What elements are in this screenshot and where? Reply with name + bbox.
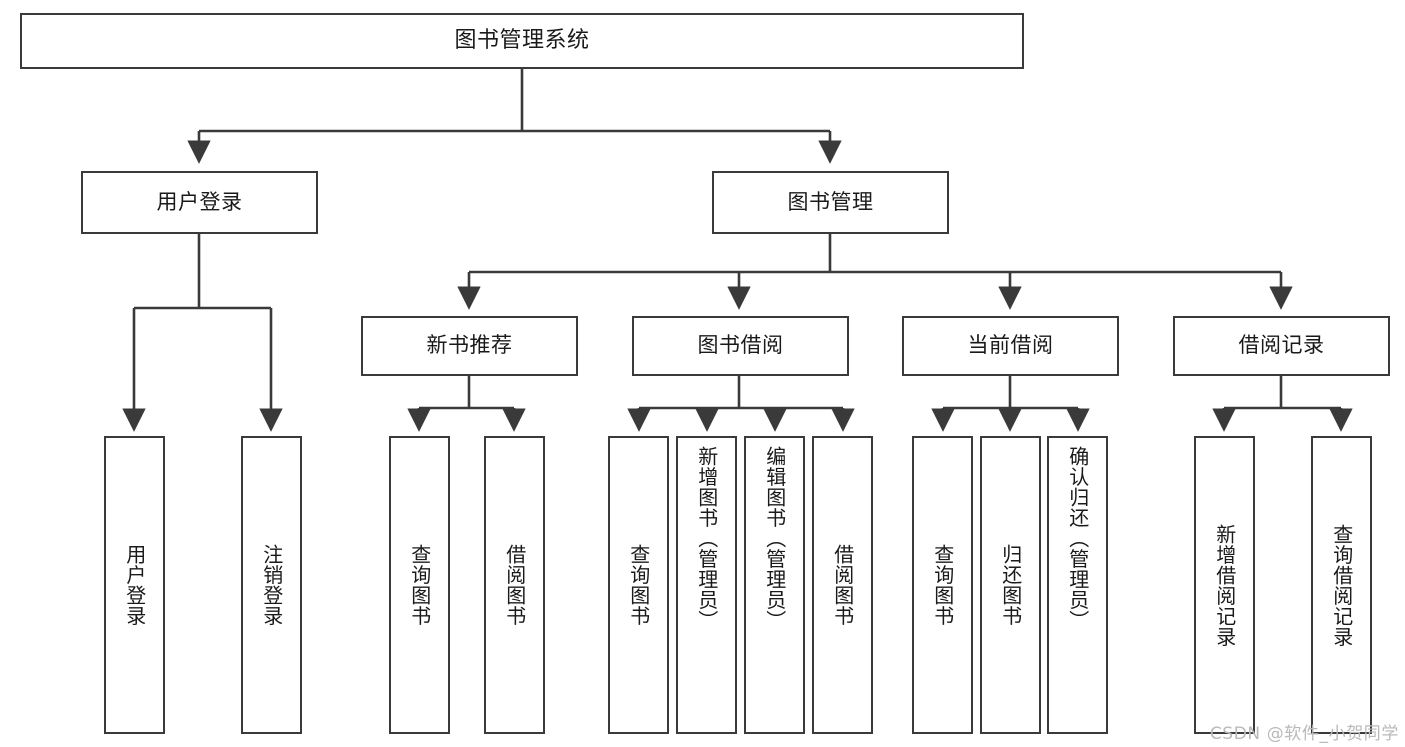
leaf-add-book-admin[interactable]: 新增图书（管理员） xyxy=(676,436,737,734)
node-new-book-recommend[interactable]: 新书推荐 xyxy=(361,316,578,376)
node-label: 借阅图书 xyxy=(830,544,855,626)
node-label: 图书管理系统 xyxy=(454,27,590,53)
leaf-logout[interactable]: 注销登录 xyxy=(241,436,302,734)
leaf-query-borrow-record[interactable]: 查询借阅记录 xyxy=(1311,436,1372,734)
leaf-query-book-recommend[interactable]: 查询图书 xyxy=(389,436,450,734)
node-label: 查询图书 xyxy=(407,544,432,626)
leaf-query-book-current[interactable]: 查询图书 xyxy=(912,436,973,734)
node-label: 查询图书 xyxy=(930,544,955,626)
node-current-borrow[interactable]: 当前借阅 xyxy=(902,316,1119,376)
node-label: 新增图书（管理员） xyxy=(694,446,719,631)
node-book-management[interactable]: 图书管理 xyxy=(712,171,949,234)
node-label: 新增借阅记录 xyxy=(1212,523,1237,647)
leaf-user-login[interactable]: 用户登录 xyxy=(104,436,165,734)
leaf-borrow-book[interactable]: 借阅图书 xyxy=(812,436,873,734)
leaf-edit-book-admin[interactable]: 编辑图书（管理员） xyxy=(744,436,805,734)
node-label: 借阅图书 xyxy=(502,544,527,626)
node-root-system[interactable]: 图书管理系统 xyxy=(20,13,1024,69)
leaf-borrow-book-recommend[interactable]: 借阅图书 xyxy=(484,436,545,734)
node-user-login[interactable]: 用户登录 xyxy=(81,171,318,234)
node-label: 图书借阅 xyxy=(697,333,784,358)
node-label: 注销登录 xyxy=(259,544,284,626)
leaf-confirm-return-admin[interactable]: 确认归还（管理员） xyxy=(1047,436,1108,734)
node-label: 查询借阅记录 xyxy=(1329,523,1354,647)
node-label: 归还图书 xyxy=(998,544,1023,626)
watermark: CSDN @软件_小贺同学 xyxy=(1209,724,1399,744)
node-label: 新书推荐 xyxy=(426,333,513,358)
node-book-borrow[interactable]: 图书借阅 xyxy=(632,316,849,376)
node-label: 编辑图书（管理员） xyxy=(762,446,787,631)
leaf-add-borrow-record[interactable]: 新增借阅记录 xyxy=(1194,436,1255,734)
node-label: 用户登录 xyxy=(122,544,147,626)
node-label: 图书管理 xyxy=(787,189,874,214)
node-label: 借阅记录 xyxy=(1238,333,1325,358)
node-label: 确认归还（管理员） xyxy=(1065,446,1090,631)
leaf-return-book[interactable]: 归还图书 xyxy=(980,436,1041,734)
node-label: 查询图书 xyxy=(626,544,651,626)
node-label: 当前借阅 xyxy=(967,333,1054,358)
node-borrow-record[interactable]: 借阅记录 xyxy=(1173,316,1390,376)
leaf-query-book-borrow[interactable]: 查询图书 xyxy=(608,436,669,734)
node-label: 用户登录 xyxy=(156,189,243,214)
